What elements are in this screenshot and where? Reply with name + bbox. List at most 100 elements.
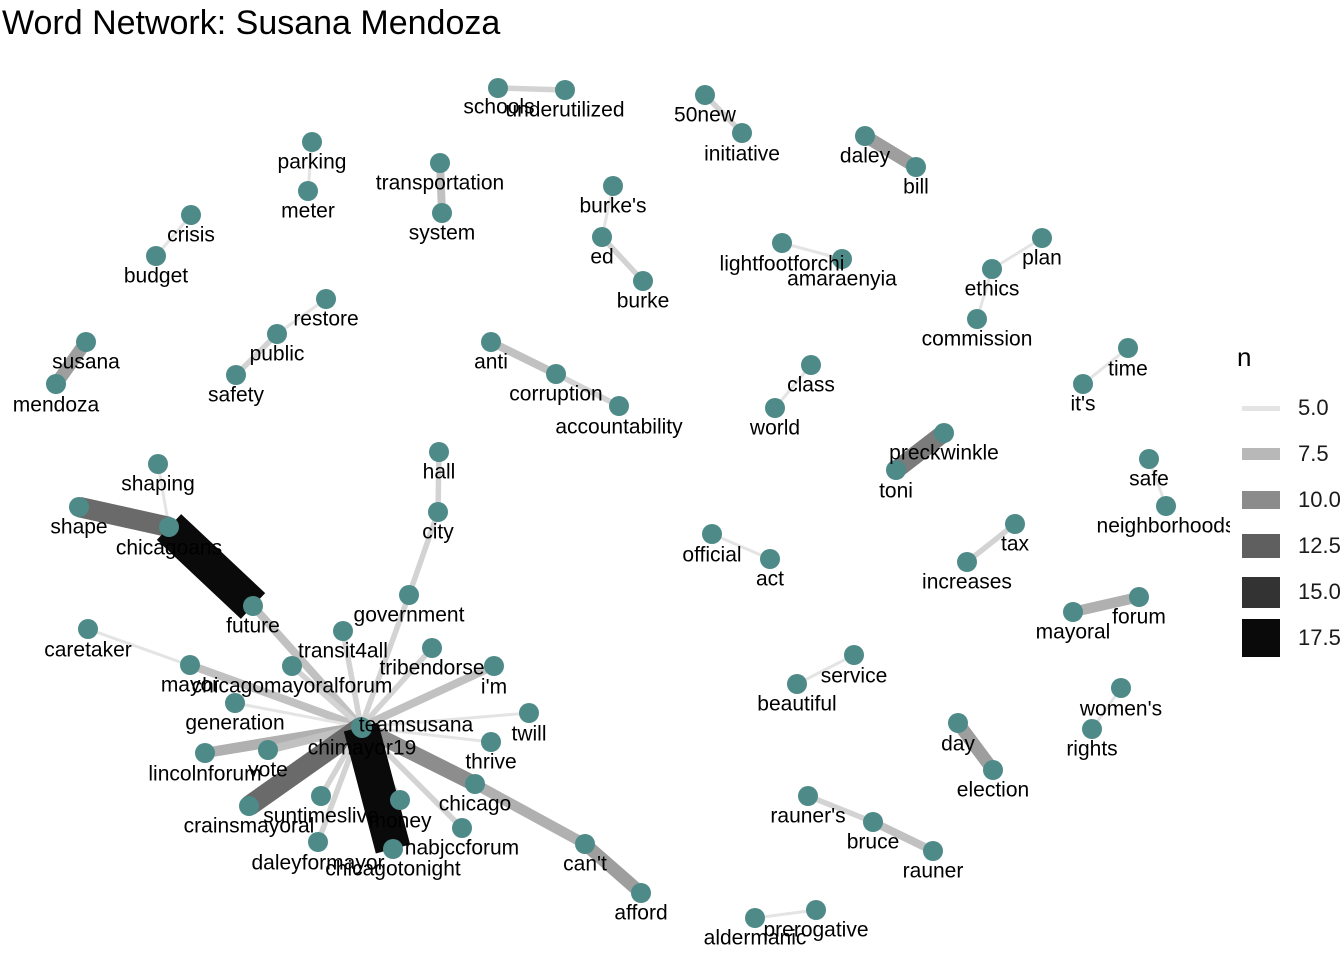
node-shape (69, 497, 89, 517)
node-label-lightfootforchi: lightfootforchi (720, 253, 845, 276)
node-tribendorse (422, 638, 442, 658)
node-label-lincolnforum: lincolnforum (148, 763, 261, 786)
node-label-afford: afford (614, 902, 667, 925)
node-thrive (481, 732, 501, 752)
node-label-future: future (226, 615, 280, 638)
node-caretaker (78, 619, 98, 639)
node-twill (519, 703, 539, 723)
node-label-mendoza: mendoza (13, 394, 100, 417)
node-forum (1129, 587, 1149, 607)
node-crisis (181, 205, 201, 225)
node-label-commission: commission (922, 328, 1033, 351)
node-label-rauner: rauner (903, 860, 964, 883)
node-afford (631, 883, 651, 903)
legend-key-3 (1242, 533, 1280, 559)
node-schools (488, 78, 508, 98)
node-label-i'm: i'm (481, 676, 507, 699)
edge-bruce-rauner (871, 818, 935, 855)
node-label-caretaker: caretaker (44, 639, 132, 662)
node-label-plan: plan (1022, 247, 1062, 270)
legend-label-1: 7.5 (1298, 441, 1329, 466)
node-label-daley: daley (840, 145, 891, 168)
node-50new (695, 85, 715, 105)
node-label-hall: hall (423, 461, 456, 484)
node-plan (1032, 228, 1052, 248)
node-label-tax: tax (1001, 533, 1030, 556)
node-label-money: money (368, 810, 432, 833)
node-label-schools: schools (463, 96, 534, 119)
node-label-anti: anti (474, 351, 508, 374)
node-burke (633, 271, 653, 291)
node-suntimeslive (311, 786, 331, 806)
node-day (948, 713, 968, 733)
node-lightfootforchi (772, 233, 792, 253)
node-amaraenyia (832, 249, 852, 269)
edge-tax-increases (965, 521, 1017, 565)
node-crainsmayoral (239, 796, 259, 816)
edge-ed-burke (599, 235, 646, 283)
node-label-crisis: crisis (167, 224, 215, 247)
node-chicago (465, 774, 485, 794)
edge-preckwinkle-toni (890, 425, 950, 478)
edge-forum-mayoral (1071, 591, 1141, 618)
node-label-chimayor19: chimayor19 (308, 737, 417, 760)
node-label-government: government (354, 604, 465, 627)
node-label-toni: toni (879, 480, 913, 503)
node-label-restore: restore (293, 308, 358, 331)
node-neighborhoods (1156, 496, 1176, 516)
node-label-system: system (409, 222, 476, 245)
node-label-shaping: shaping (121, 473, 195, 496)
legend-title: n (1237, 342, 1252, 372)
node-rauner (923, 841, 943, 861)
node-anti (481, 332, 501, 352)
node-generation (225, 693, 245, 713)
node-susana (76, 332, 96, 352)
legend-label-4: 15.0 (1298, 579, 1341, 604)
node-mayor (180, 655, 200, 675)
node-chicagomayoralforum (282, 656, 302, 676)
node-safety (226, 365, 246, 385)
node-vote (258, 740, 278, 760)
node-label-preckwinkle: preckwinkle (889, 442, 999, 465)
node-bruce (863, 812, 883, 832)
node-label-day: day (941, 733, 975, 756)
node-government (399, 585, 419, 605)
node-label-budget: budget (124, 265, 188, 288)
node-label-election: election (957, 779, 1029, 802)
edge-schools-underutilized (497, 85, 566, 93)
legend-key-1 (1242, 448, 1280, 460)
node-label-mayoral: mayoral (1036, 621, 1111, 644)
node-layer (46, 78, 1176, 928)
node-label-it's: it's (1070, 393, 1095, 416)
node-preckwinkle (934, 423, 954, 443)
node-label-initiative: initiative (704, 143, 780, 166)
node-mendoza (46, 374, 66, 394)
node-label-vote: vote (248, 759, 288, 782)
node-label-class: class (787, 374, 835, 397)
node-corruption (546, 364, 566, 384)
node-label-chicagoans: chicagoans (116, 537, 222, 560)
node-time (1118, 338, 1138, 358)
edge-future-teamsusana (250, 603, 364, 730)
node-daley (855, 126, 875, 146)
edge-anti-corruption (489, 338, 558, 378)
node-label-crainsmayoral: crainsmayoral (184, 815, 315, 838)
node-meter (298, 181, 318, 201)
node-label-amaraenyia: amaraenyia (787, 268, 897, 291)
node-election (983, 760, 1003, 780)
edge-restore-public (276, 297, 327, 336)
node-label-underutilized: underutilized (505, 99, 624, 122)
node-city (428, 502, 448, 522)
node-beautiful (787, 674, 807, 694)
node-label-safe: safe (1129, 468, 1169, 491)
edge-twill-teamsusana (360, 711, 530, 729)
node-label-can't: can't (563, 853, 607, 876)
node-label-transit4all: transit4all (298, 640, 388, 663)
node-can't (575, 834, 595, 854)
node-label-shape: shape (50, 516, 107, 539)
node-increases (957, 552, 977, 572)
node-hall (429, 442, 449, 462)
edge-generation-teamsusana (234, 701, 362, 729)
edge-shape-chicagoans (76, 496, 172, 538)
